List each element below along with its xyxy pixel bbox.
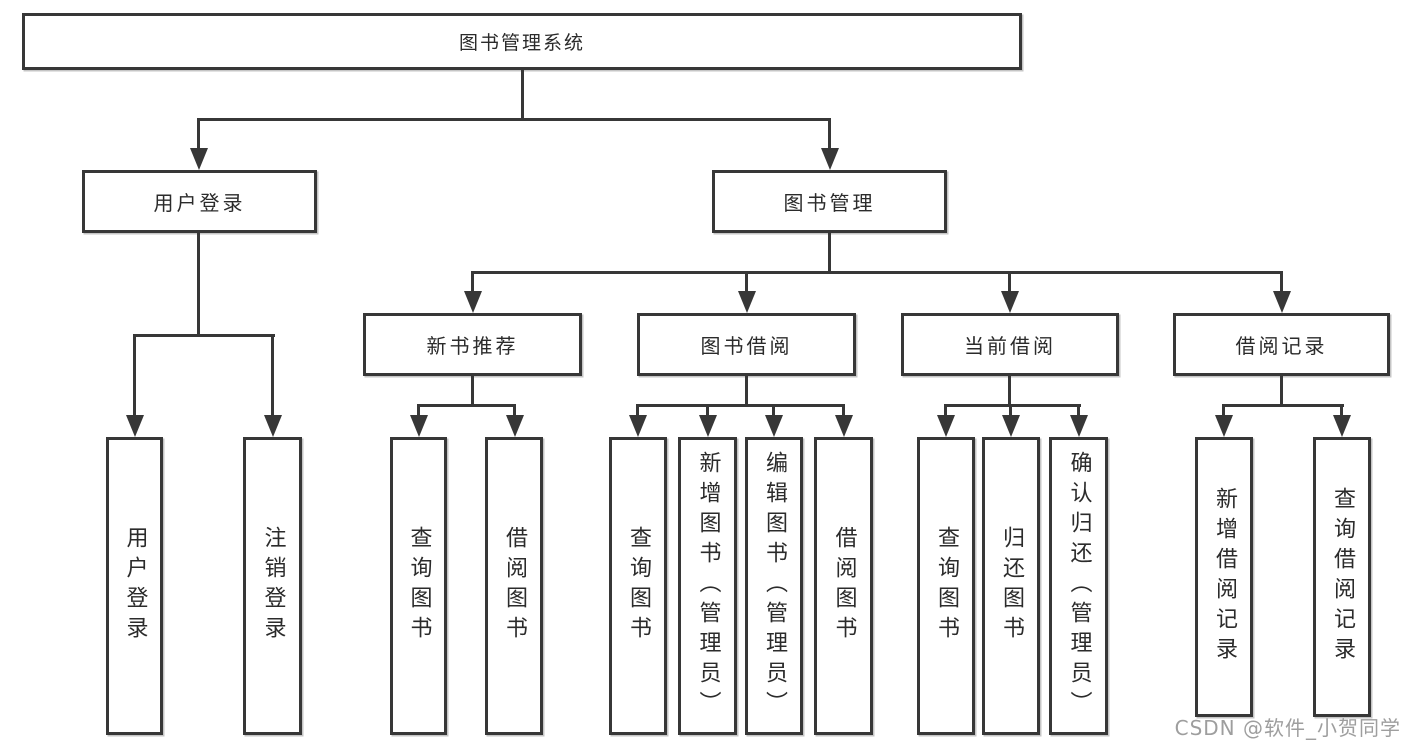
- arrow-down-icon: [263, 334, 282, 437]
- node-label: 当前借阅: [964, 334, 1056, 358]
- leaf-label: 确认归还（管理员）: [1066, 451, 1092, 721]
- node-label: 用户登录: [153, 191, 246, 215]
- connector-current-borrowing-stem: [1008, 376, 1011, 407]
- arrow-down-icon: [463, 271, 482, 313]
- arrow-down-icon: [505, 404, 524, 437]
- arrow-down-icon: [1000, 271, 1019, 313]
- connector-book-management-stem: [828, 233, 831, 274]
- connector-borrowing-records-crossbar: [1222, 404, 1344, 407]
- arrow-down-icon: [1214, 404, 1233, 437]
- leaf-label: 注销登录: [260, 526, 286, 646]
- arrow-down-icon: [764, 404, 783, 437]
- node-label: 图书管理系统: [458, 32, 585, 54]
- node-label: 新书推荐: [426, 334, 519, 358]
- node-borrowing-records: 借阅记录: [1173, 313, 1390, 376]
- arrow-down-icon: [1069, 404, 1088, 437]
- leaf-add-book-admin: 新增图书（管理员）: [678, 437, 737, 735]
- connector-book-borrowing-stem: [745, 376, 748, 407]
- node-label: 图书借阅: [700, 334, 793, 358]
- connector-book-management-crossbar: [471, 271, 1283, 274]
- arrow-down-icon: [628, 404, 647, 437]
- leaf-query-books-borrowing: 查询图书: [609, 437, 667, 735]
- connector-root-stem: [521, 68, 524, 121]
- node-label: 图书管理: [783, 191, 876, 215]
- leaf-query-books-recommend: 查询图书: [390, 437, 447, 735]
- node-new-book-recommend: 新书推荐: [363, 313, 582, 376]
- leaf-logout: 注销登录: [243, 437, 302, 735]
- leaf-query-borrow-record: 查询借阅记录: [1313, 437, 1371, 717]
- node-current-borrowing: 当前借阅: [901, 313, 1119, 376]
- leaf-user-login: 用户登录: [106, 437, 163, 735]
- node-label: 借阅记录: [1235, 334, 1328, 358]
- leaf-add-borrow-record: 新增借阅记录: [1195, 437, 1253, 717]
- node-user-login: 用户登录: [82, 170, 317, 233]
- arrow-down-icon: [1001, 404, 1020, 437]
- leaf-label: 编辑图书（管理员）: [762, 451, 787, 721]
- leaf-label: 查询图书: [406, 526, 432, 646]
- connector-current-borrowing-crossbar: [944, 404, 1081, 407]
- node-book-management: 图书管理: [712, 170, 947, 233]
- connector-root-crossbar: [197, 118, 831, 121]
- leaf-borrow-books-recommend: 借阅图书: [485, 437, 543, 735]
- arrow-down-icon: [737, 271, 756, 313]
- leaf-borrow-books: 借阅图书: [814, 437, 873, 735]
- connector-new-book-stem: [471, 376, 474, 407]
- leaf-label: 查询图书: [934, 526, 959, 646]
- arrow-down-icon: [698, 404, 717, 437]
- connector-book-borrowing-crossbar: [636, 404, 845, 407]
- connector-user-login-stem: [197, 233, 200, 337]
- leaf-label: 新增图书（管理员）: [695, 451, 721, 721]
- arrow-down-icon: [834, 404, 853, 437]
- connector-borrowing-records-stem: [1280, 376, 1283, 407]
- leaf-label: 借阅图书: [831, 526, 857, 646]
- leaf-label: 归还图书: [999, 526, 1024, 646]
- leaf-label: 新增借阅记录: [1212, 487, 1237, 667]
- connector-user-login-crossbar: [133, 334, 275, 337]
- arrow-down-icon: [936, 404, 955, 437]
- arrow-down-icon: [820, 118, 839, 170]
- node-book-management-system: 图书管理系统: [22, 13, 1022, 70]
- arrow-down-icon: [189, 118, 208, 170]
- leaf-label: 查询图书: [626, 526, 651, 646]
- leaf-label: 借阅图书: [502, 526, 527, 646]
- csdn-watermark: CSDN @软件_小贺同学: [1174, 716, 1401, 740]
- arrow-down-icon: [1272, 271, 1291, 313]
- arrow-down-icon: [125, 334, 144, 437]
- node-book-borrowing: 图书借阅: [637, 313, 856, 376]
- leaf-confirm-return-admin: 确认归还（管理员）: [1049, 437, 1108, 735]
- leaf-label: 用户登录: [122, 526, 148, 646]
- arrow-down-icon: [409, 404, 428, 437]
- leaf-return-book: 归还图书: [982, 437, 1040, 735]
- leaf-query-books-current: 查询图书: [917, 437, 975, 735]
- connector-new-book-crossbar: [417, 404, 516, 407]
- leaf-label: 查询借阅记录: [1330, 487, 1355, 667]
- leaf-edit-book-admin: 编辑图书（管理员）: [745, 437, 803, 735]
- arrow-down-icon: [1332, 404, 1351, 437]
